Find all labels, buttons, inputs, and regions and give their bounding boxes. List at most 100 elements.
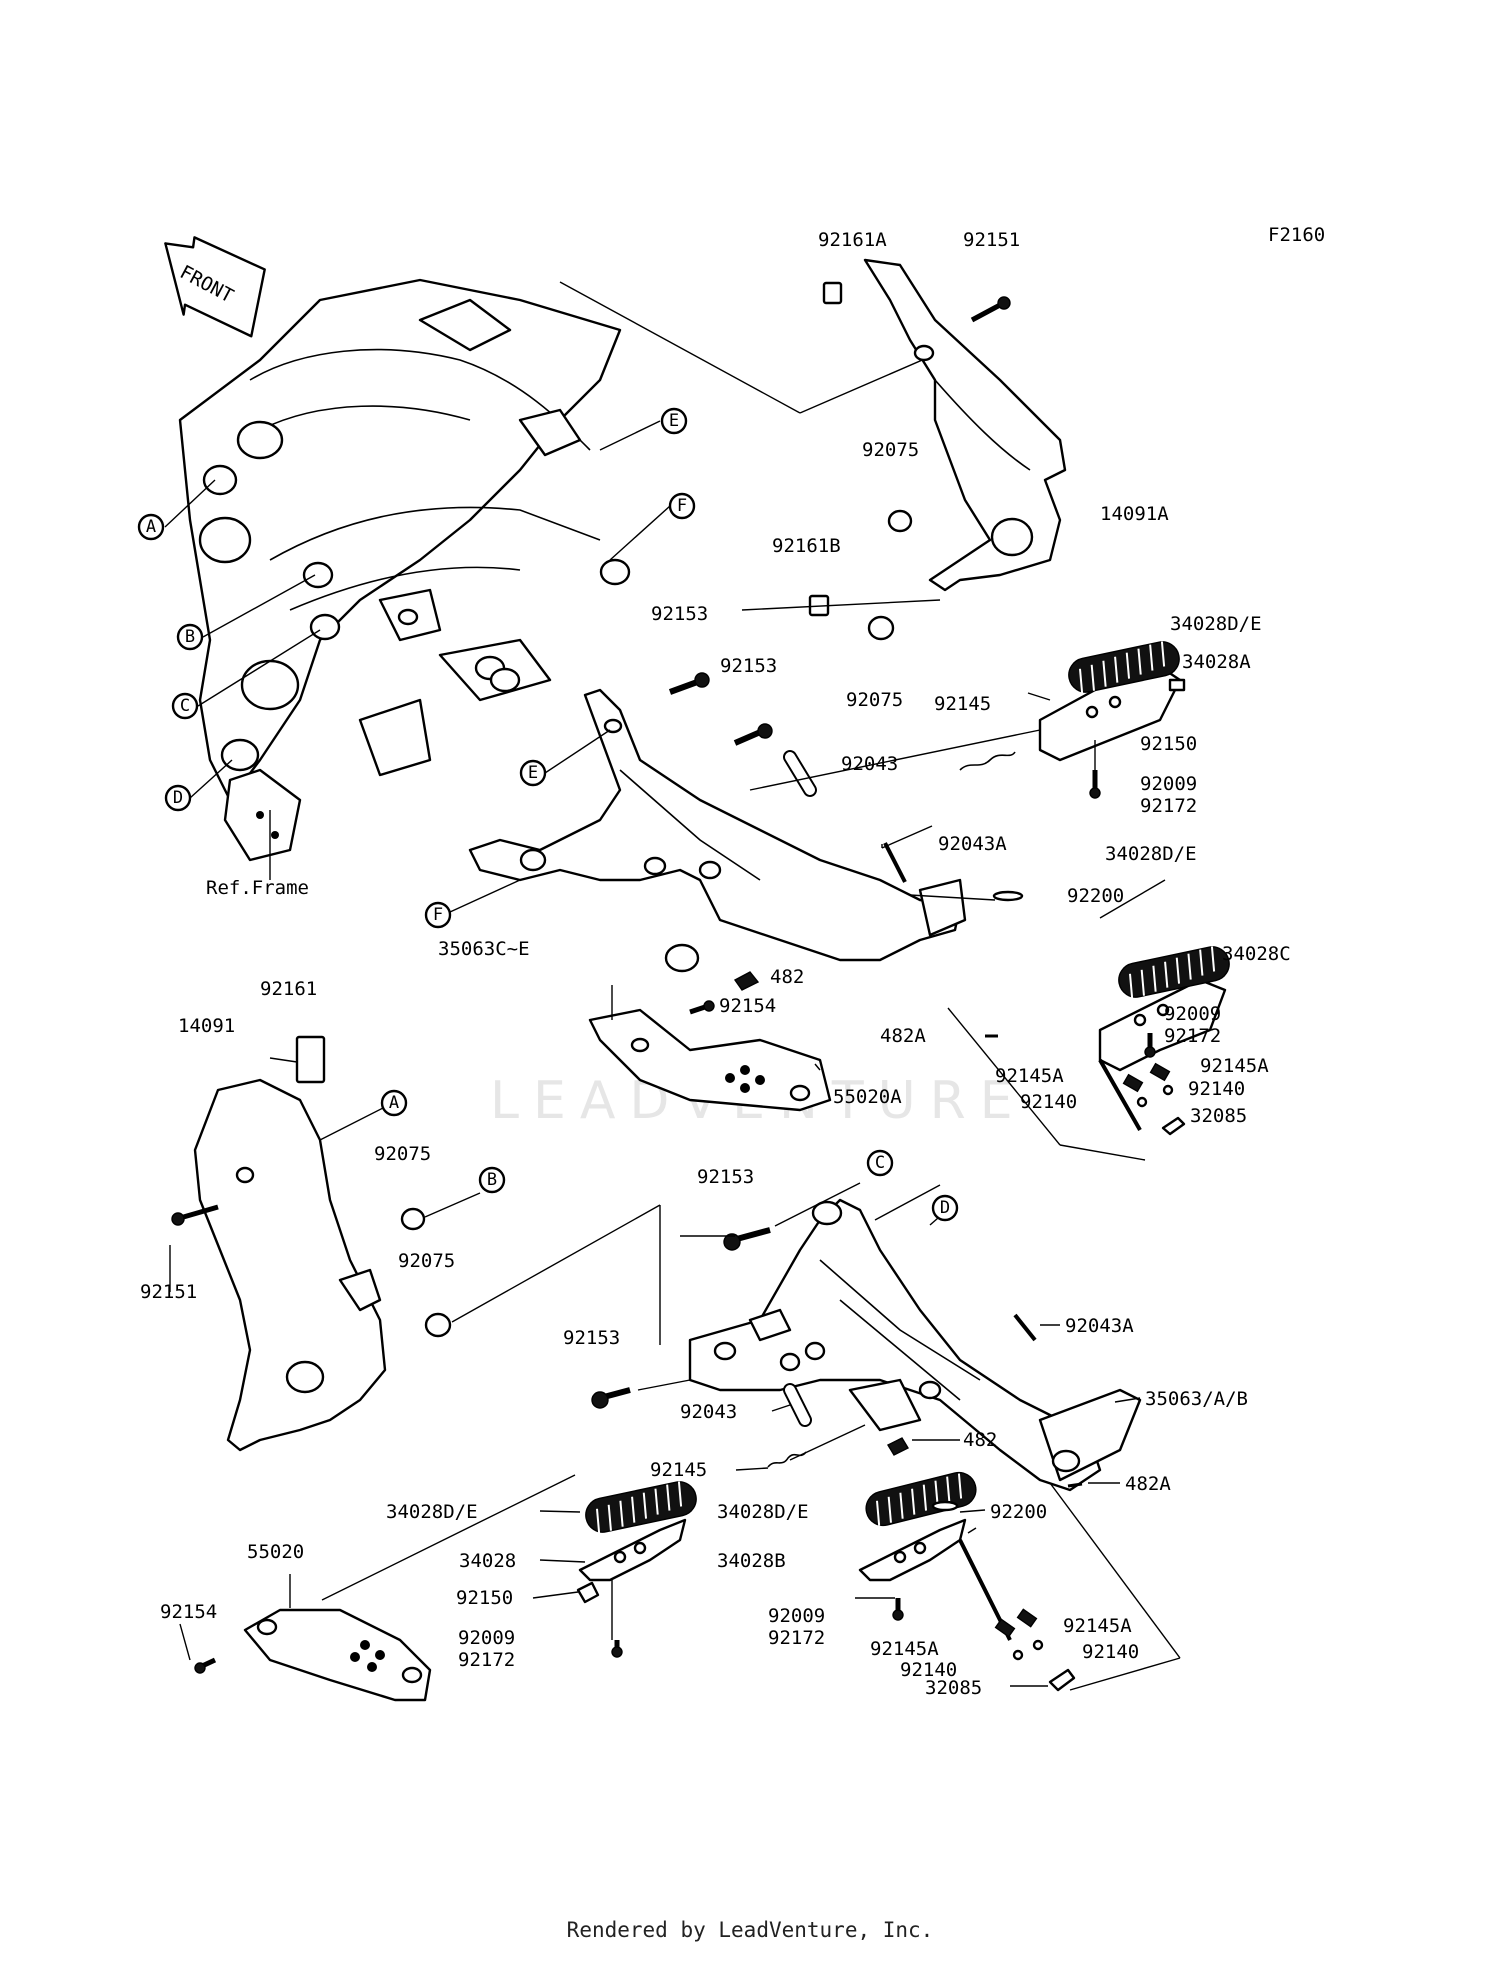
spring-92145a-mid-l xyxy=(1122,1073,1144,1093)
svg-text:14091: 14091 xyxy=(178,1015,235,1037)
pin-92043a-lower xyxy=(1013,1313,1037,1342)
svg-text:92172: 92172 xyxy=(1164,1025,1221,1047)
svg-text:92145A: 92145A xyxy=(870,1638,939,1660)
svg-text:92153: 92153 xyxy=(697,1166,754,1188)
svg-text:92075: 92075 xyxy=(398,1250,455,1272)
callout-c-frame: C xyxy=(171,692,199,720)
callout-a-cover: A xyxy=(380,1089,408,1117)
svg-text:92145A: 92145A xyxy=(1200,1055,1269,1077)
bolt-92151-top xyxy=(970,296,1011,323)
svg-text:92075: 92075 xyxy=(374,1143,431,1165)
bolt-92154-lower xyxy=(194,1657,217,1674)
svg-text:C: C xyxy=(180,696,190,716)
svg-text:A: A xyxy=(389,1093,399,1113)
ball-92140-lower-r xyxy=(1032,1639,1044,1651)
svg-text:92140: 92140 xyxy=(1082,1641,1139,1663)
svg-text:92172: 92172 xyxy=(458,1649,515,1671)
svg-text:92075: 92075 xyxy=(846,689,903,711)
pin-92043-lower xyxy=(783,1383,812,1427)
pad-92161a xyxy=(822,281,843,305)
svg-text:92075: 92075 xyxy=(862,439,919,461)
bolt-92151-left xyxy=(171,1204,219,1226)
footer-credit: Rendered by LeadVenture, Inc. xyxy=(566,1918,934,1942)
spring-92145a-lower-l xyxy=(994,1618,1016,1638)
svg-text:92140: 92140 xyxy=(1020,1091,1077,1113)
svg-text:F: F xyxy=(433,905,443,925)
grommet-92075-top xyxy=(887,509,913,533)
pin-482a-lower xyxy=(1067,1482,1083,1488)
callout-d-bracket: D xyxy=(931,1194,959,1222)
clip-482-upper xyxy=(733,971,760,991)
footrest-34028a xyxy=(1038,641,1182,762)
svg-text:34028B: 34028B xyxy=(717,1550,786,1572)
callout-c-bracket: C xyxy=(866,1149,894,1177)
clip-32085-lower xyxy=(1048,1668,1076,1692)
bolt-92154-upper xyxy=(689,1000,715,1015)
svg-text:35063/A/B: 35063/A/B xyxy=(1145,1388,1248,1410)
svg-text:34028A: 34028A xyxy=(1182,651,1251,673)
svg-text:34028D/E: 34028D/E xyxy=(1105,843,1197,865)
ball-92140-lower-l xyxy=(1012,1649,1024,1661)
svg-text:92161B: 92161B xyxy=(772,535,841,557)
bolt-92153-upper-b xyxy=(733,723,773,746)
svg-text:D: D xyxy=(940,1198,950,1218)
bolt-92009-lower-left xyxy=(611,1640,623,1658)
svg-text:92151: 92151 xyxy=(140,1281,197,1303)
front-arrow-icon: FRONT xyxy=(164,236,266,338)
svg-text:34028D/E: 34028D/E xyxy=(717,1501,809,1523)
svg-text:E: E xyxy=(669,411,679,431)
svg-text:92140: 92140 xyxy=(1188,1078,1245,1100)
svg-text:92145A: 92145A xyxy=(1063,1615,1132,1637)
svg-text:34028: 34028 xyxy=(459,1550,516,1572)
footrest-34028b xyxy=(858,1471,1012,1641)
svg-text:32085: 32085 xyxy=(1190,1105,1247,1127)
bolt-92153-lower-b xyxy=(591,1387,631,1409)
guard-55020 xyxy=(243,1608,432,1702)
figure-code: F2160 xyxy=(1268,224,1325,246)
callout-a-frame: A xyxy=(137,513,165,541)
svg-text:34028D/E: 34028D/E xyxy=(386,1501,478,1523)
grommet-92075-left-bot xyxy=(424,1312,452,1338)
svg-text:482A: 482A xyxy=(880,1025,926,1047)
spring-92145-upper xyxy=(959,751,1016,771)
svg-text:92043A: 92043A xyxy=(1065,1315,1134,1337)
cover-14091 xyxy=(193,1078,387,1452)
footrest-34028 xyxy=(578,1481,697,1582)
svg-text:92043: 92043 xyxy=(680,1401,737,1423)
svg-text:92172: 92172 xyxy=(768,1627,825,1649)
svg-text:55020: 55020 xyxy=(247,1541,304,1563)
callout-e-frame: E xyxy=(660,407,688,435)
spring-92145a-lower-r xyxy=(1016,1608,1038,1628)
svg-text:92145: 92145 xyxy=(934,693,991,715)
callout-b-frame: B xyxy=(176,623,204,651)
svg-text:92043: 92043 xyxy=(841,753,898,775)
svg-text:92009: 92009 xyxy=(1164,1003,1221,1025)
svg-text:92043A: 92043A xyxy=(938,833,1007,855)
svg-text:92161A: 92161A xyxy=(818,229,887,251)
callout-f-bracket: F xyxy=(424,901,452,929)
grommet-92075-mid xyxy=(867,615,895,641)
pin-92043-upper xyxy=(783,750,817,797)
cover-14091a xyxy=(863,258,1067,592)
svg-text:14091A: 14091A xyxy=(1100,503,1169,525)
svg-text:55020A: 55020A xyxy=(833,1086,902,1108)
callout-f-frame: F xyxy=(668,492,696,520)
spring-92145a-mid-r xyxy=(1149,1062,1171,1082)
ref-frame-label: Ref.Frame xyxy=(206,877,309,899)
clip-92200-upper xyxy=(992,890,1024,902)
svg-text:92151: 92151 xyxy=(963,229,1020,251)
svg-text:92009: 92009 xyxy=(458,1627,515,1649)
svg-text:92145: 92145 xyxy=(650,1459,707,1481)
svg-text:B: B xyxy=(185,627,195,647)
svg-text:92172: 92172 xyxy=(1140,795,1197,817)
svg-text:C: C xyxy=(875,1153,885,1173)
bolt-92009-mid xyxy=(1144,1033,1156,1058)
svg-text:92150: 92150 xyxy=(456,1587,513,1609)
clip-92200-lower xyxy=(931,1500,959,1512)
clip-32085-mid xyxy=(1161,1116,1186,1136)
svg-text:92200: 92200 xyxy=(990,1501,1047,1523)
svg-text:482A: 482A xyxy=(1125,1473,1171,1495)
bolt-92153-lower-a xyxy=(723,1227,771,1251)
bracket-35063-a-b xyxy=(688,1198,1142,1492)
footrest-34028c xyxy=(1098,946,1230,1131)
